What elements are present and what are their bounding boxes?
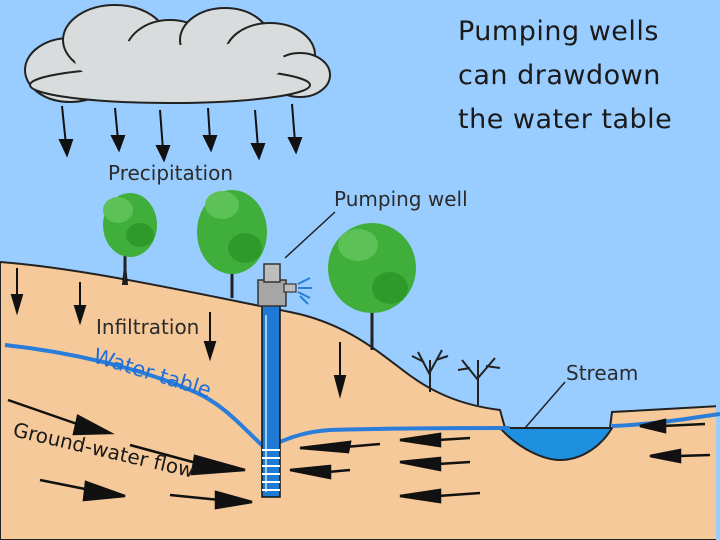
stream-pointer: [524, 381, 566, 429]
tree: [103, 193, 157, 285]
pumping-well-pointer: [284, 211, 336, 259]
groundwater-flow-arrows: [7, 398, 711, 510]
stream-water: [497, 427, 614, 462]
rain-drops: [58, 103, 303, 163]
tree: [197, 190, 267, 298]
title-line-2: can drawdown: [458, 60, 661, 91]
water-spray: [297, 277, 312, 305]
pumping-well: [257, 263, 312, 498]
well-screen: [262, 449, 280, 491]
shrub: [457, 357, 501, 405]
pumping-well-label: Pumping well: [334, 187, 468, 211]
infiltration-label: Infiltration: [96, 315, 199, 339]
infiltration-arrows: [10, 268, 347, 399]
precipitation-label: Precipitation: [108, 161, 233, 185]
stream-label: Stream: [566, 361, 638, 385]
title-line-3: the water table: [458, 104, 672, 135]
shrub: [411, 349, 449, 392]
tree: [328, 223, 416, 350]
ground: [0, 260, 720, 540]
title-line-1: Pumping wells: [458, 16, 659, 47]
